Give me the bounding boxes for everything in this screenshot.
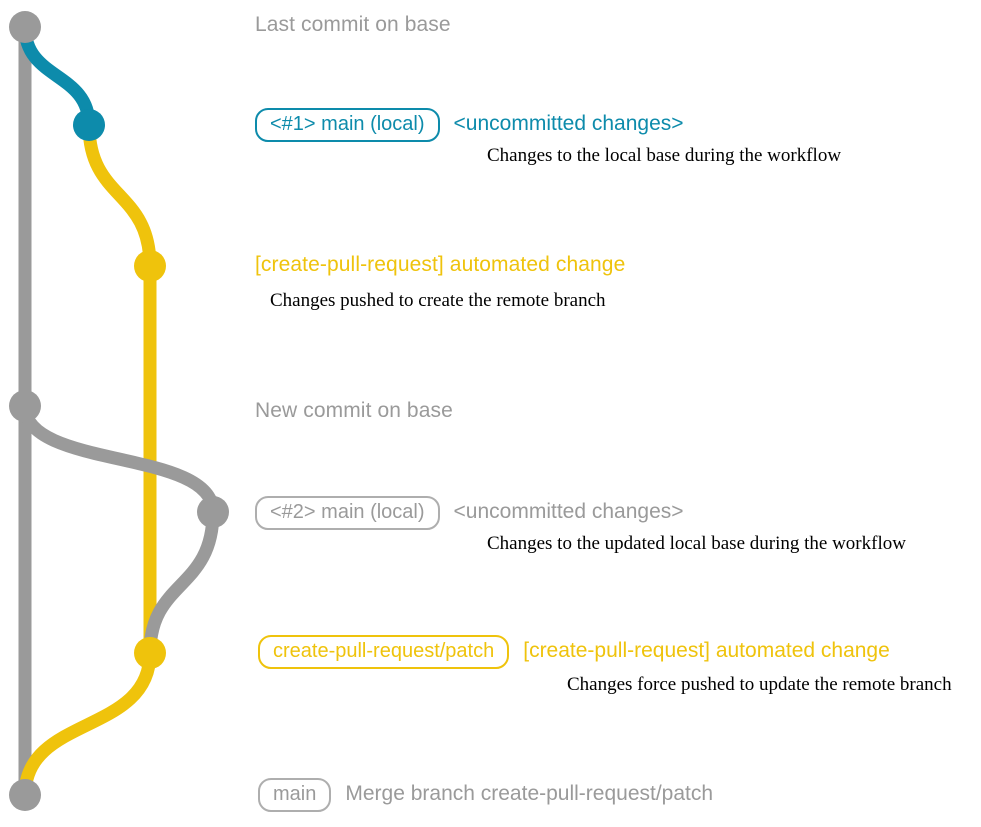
note-automated-change-1: Changes pushed to create the remote bran… <box>270 290 606 311</box>
label-last-commit-on-base: Last commit on base <box>255 13 451 37</box>
node-patch-commit-1 <box>134 250 166 282</box>
node-patch-commit-2 <box>134 637 166 669</box>
row-automated-change-2: create-pull-request/patch [create-pull-r… <box>258 635 890 669</box>
row-commit-1: <#1> main (local) <uncommitted changes> <box>255 108 684 142</box>
row-merge-commit: main Merge branch create-pull-request/pa… <box>258 778 713 812</box>
note-commit-2: Changes to the updated local base during… <box>487 533 906 554</box>
automated-change-1-text: [create-pull-request] automated change <box>255 253 626 276</box>
automated-change-2-message: [create-pull-request] automated change <box>523 639 890 662</box>
new-commit-on-base-text: New commit on base <box>255 399 453 422</box>
commit-1-message: <uncommitted changes> <box>453 112 684 135</box>
node-base-new <box>9 390 41 422</box>
edge-local2-to-patch2 <box>143 505 220 660</box>
node-local-commit-2 <box>197 496 229 528</box>
note-commit-1: Changes to the local base during the wor… <box>487 145 842 166</box>
chip-main-local-2[interactable]: <#2> main (local) <box>255 496 440 530</box>
chip-create-pull-request-patch[interactable]: create-pull-request/patch <box>258 635 510 669</box>
row-automated-change-1: [create-pull-request] automated change <box>255 253 625 277</box>
edge-basenew-to-local2 <box>18 399 220 519</box>
chip-main[interactable]: main <box>258 778 332 812</box>
edge-patch2-to-merge <box>18 646 157 802</box>
merge-commit-message: Merge branch create-pull-request/patch <box>345 782 714 805</box>
node-base-head <box>9 11 41 43</box>
commit-2-message: <uncommitted changes> <box>453 500 684 523</box>
last-commit-on-base-text: Last commit on base <box>255 13 451 36</box>
note-automated-change-2: Changes force pushed to update the remot… <box>567 674 952 695</box>
edge-local1-to-patch1 <box>82 118 157 273</box>
node-local-commit-1 <box>73 109 105 141</box>
row-commit-2: <#2> main (local) <uncommitted changes> <box>255 496 684 530</box>
edge-base-to-local1 <box>18 20 96 132</box>
chip-main-local-1[interactable]: <#1> main (local) <box>255 108 440 142</box>
node-merge <box>9 779 41 811</box>
label-new-commit-on-base: New commit on base <box>255 399 453 423</box>
